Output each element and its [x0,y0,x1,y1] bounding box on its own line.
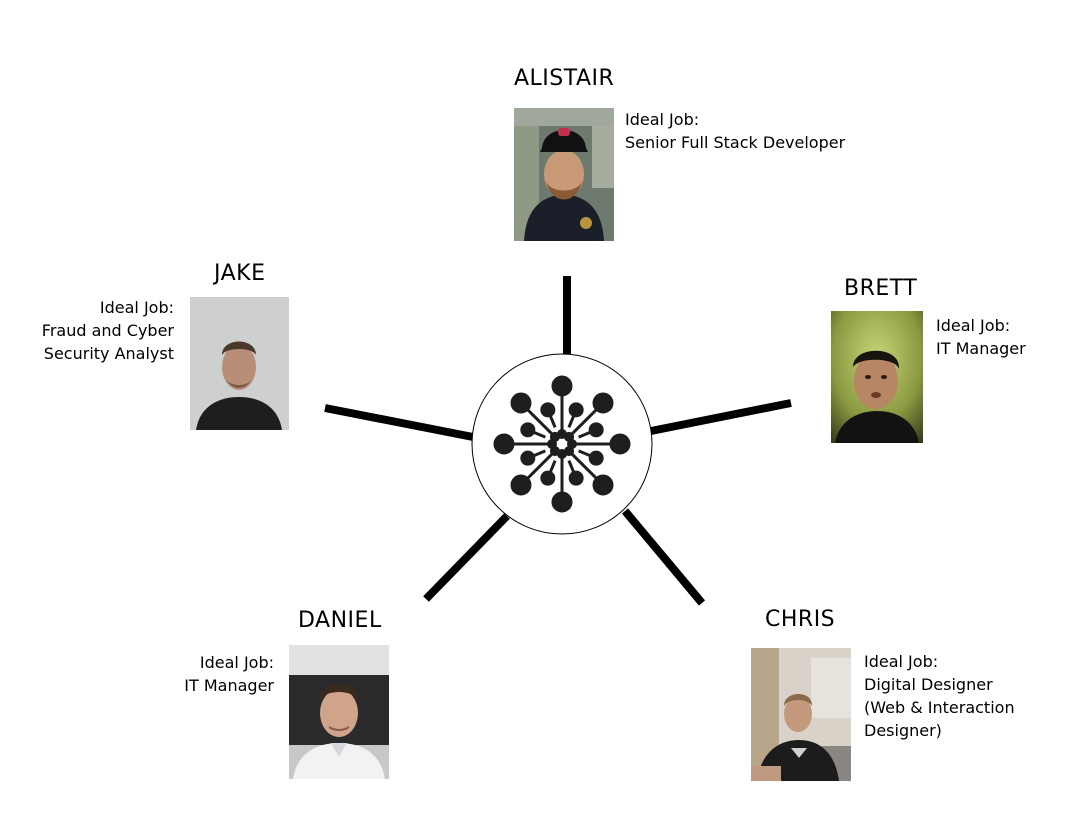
job-info-brett: Ideal Job: IT Manager [936,314,1026,360]
member-name-jake: JAKE [214,261,266,286]
job-line: (Web & Interaction [864,698,1015,717]
hub-node [551,375,573,397]
hub-node [493,433,515,455]
member-name-brett: BRETT [844,276,918,301]
job-line: Senior Full Stack Developer [625,133,846,152]
hub-node [520,422,536,438]
member-name-chris: CHRIS [765,607,836,632]
photo-chris [751,648,851,781]
hub-node [609,433,631,455]
job-info-daniel: Ideal Job: IT Manager [160,651,274,697]
job-info-jake: Ideal Job: Fraud and Cyber Security Anal… [20,296,174,365]
hub-spoke [525,452,554,481]
connector-jake [324,404,474,441]
job-label-jake: Ideal Job: [99,298,174,317]
photo-daniel [289,645,389,779]
member-name-alistair: ALISTAIR [514,66,615,91]
connector-brett [650,399,792,435]
photo-alistair [514,108,614,241]
hub-node [592,392,614,414]
hub-spoke [570,452,599,481]
job-line: Security Analyst [43,344,174,363]
connector-chris [621,508,706,606]
hub-node [520,450,536,466]
hub-node [540,402,556,418]
job-info-chris: Ideal Job: Digital Designer (Web & Inter… [864,650,1015,742]
hub-node [551,491,573,513]
job-label-brett: Ideal Job: [936,316,1011,335]
hub-inner-node [549,431,560,442]
job-line: Fraud and Cyber [41,321,174,340]
hub-node [588,422,604,438]
network-hub-icon [471,353,653,535]
hub-node [540,470,556,486]
hub-node [568,402,584,418]
job-label-chris: Ideal Job: [864,652,939,671]
photo-brett [831,311,923,443]
job-line: Digital Designer [864,675,993,694]
photo-jake [190,297,289,430]
hub-spoke [525,407,554,436]
hub-node [510,392,532,414]
job-line: IT Manager [184,676,274,695]
hub-node [592,474,614,496]
job-label-daniel: Ideal Job: [199,653,274,672]
job-info-alistair: Ideal Job: Senior Full Stack Developer [625,108,845,154]
hub-spoke [570,407,599,436]
connector-daniel [423,513,510,602]
hub-node [510,474,532,496]
job-line: IT Manager [936,339,1026,358]
job-label-alistair: Ideal Job: [625,110,700,129]
hub-node [568,470,584,486]
hub-node [588,450,604,466]
member-name-daniel: DANIEL [298,608,382,633]
job-line: Designer) [864,721,942,740]
